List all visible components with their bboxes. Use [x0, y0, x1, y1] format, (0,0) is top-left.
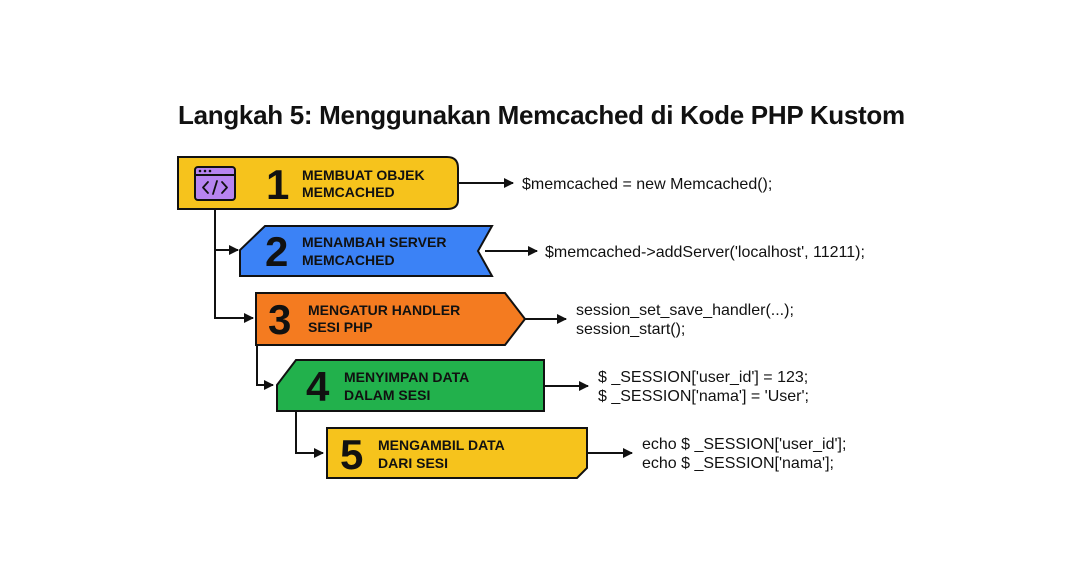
step-4: 4 MENYIMPAN DATA DALAM SESI $ _SESSION['… — [276, 359, 809, 412]
step-2: 2 MENAMBAH SERVER MEMCACHED $memcached->… — [239, 225, 865, 277]
step-3-box — [255, 292, 527, 346]
connector-1-2 — [214, 210, 239, 255]
connectors — [214, 210, 324, 458]
connector-4-5 — [295, 411, 324, 458]
step-3-label-line-2: SESI PHP — [308, 319, 373, 335]
step-1-label-line-2: MEMCACHED — [302, 184, 395, 200]
step-4-label-line-2: DALAM SESI — [344, 387, 430, 403]
step-2-label-line-2: MEMCACHED — [302, 252, 395, 268]
step-2-box — [239, 225, 494, 277]
step-4-box — [276, 359, 545, 412]
step-5-code-line-1: echo $ _SESSION['user_id']; — [642, 436, 846, 453]
step-4-number: 4 — [306, 363, 330, 410]
step-5-number: 5 — [340, 431, 363, 478]
step-1-box — [177, 156, 459, 210]
step-4-label-line-1: MENYIMPAN DATA — [344, 369, 469, 385]
step-5: 5 MENGAMBIL DATA DARI SESI echo $ _SESSI… — [326, 427, 846, 479]
step-3: 3 MENGATUR HANDLER SESI PHP session_set_… — [255, 292, 794, 346]
page-title: Langkah 5: Menggunakan Memcached di Kode… — [178, 100, 905, 130]
step-3-label-line-1: MENGATUR HANDLER — [308, 302, 460, 318]
step-2-code-line-1: $memcached->addServer('localhost', 11211… — [545, 244, 865, 261]
step-1-code-line-1: $memcached = new Memcached(); — [522, 176, 772, 193]
step-3-code-line-2: session_start(); — [576, 321, 685, 338]
step-4-code-line-2: $ _SESSION['nama'] = 'User'; — [598, 388, 809, 405]
step-3-number: 3 — [268, 296, 291, 343]
connector-3-4 — [256, 345, 274, 390]
step-2-number: 2 — [265, 228, 288, 275]
step-1-number: 1 — [266, 161, 289, 208]
step-1-label-line-1: MEMBUAT OBJEK — [302, 167, 425, 183]
step-5-label-line-2: DARI SESI — [378, 455, 448, 471]
step-4-code-line-1: $ _SESSION['user_id'] = 123; — [598, 369, 808, 386]
step-5-box — [326, 427, 588, 479]
step-5-label-line-1: MENGAMBIL DATA — [378, 437, 505, 453]
step-1: 1 MEMBUAT OBJEK MEMCACHED $memcached = n… — [177, 156, 772, 210]
connector-1-3 — [214, 250, 254, 323]
step-2-label-line-1: MENAMBAH SERVER — [302, 234, 446, 250]
step-5-code-line-2: echo $ _SESSION['nama']; — [642, 455, 834, 472]
code-window-icon — [194, 166, 236, 201]
step-3-code-line-1: session_set_save_handler(...); — [576, 302, 794, 319]
